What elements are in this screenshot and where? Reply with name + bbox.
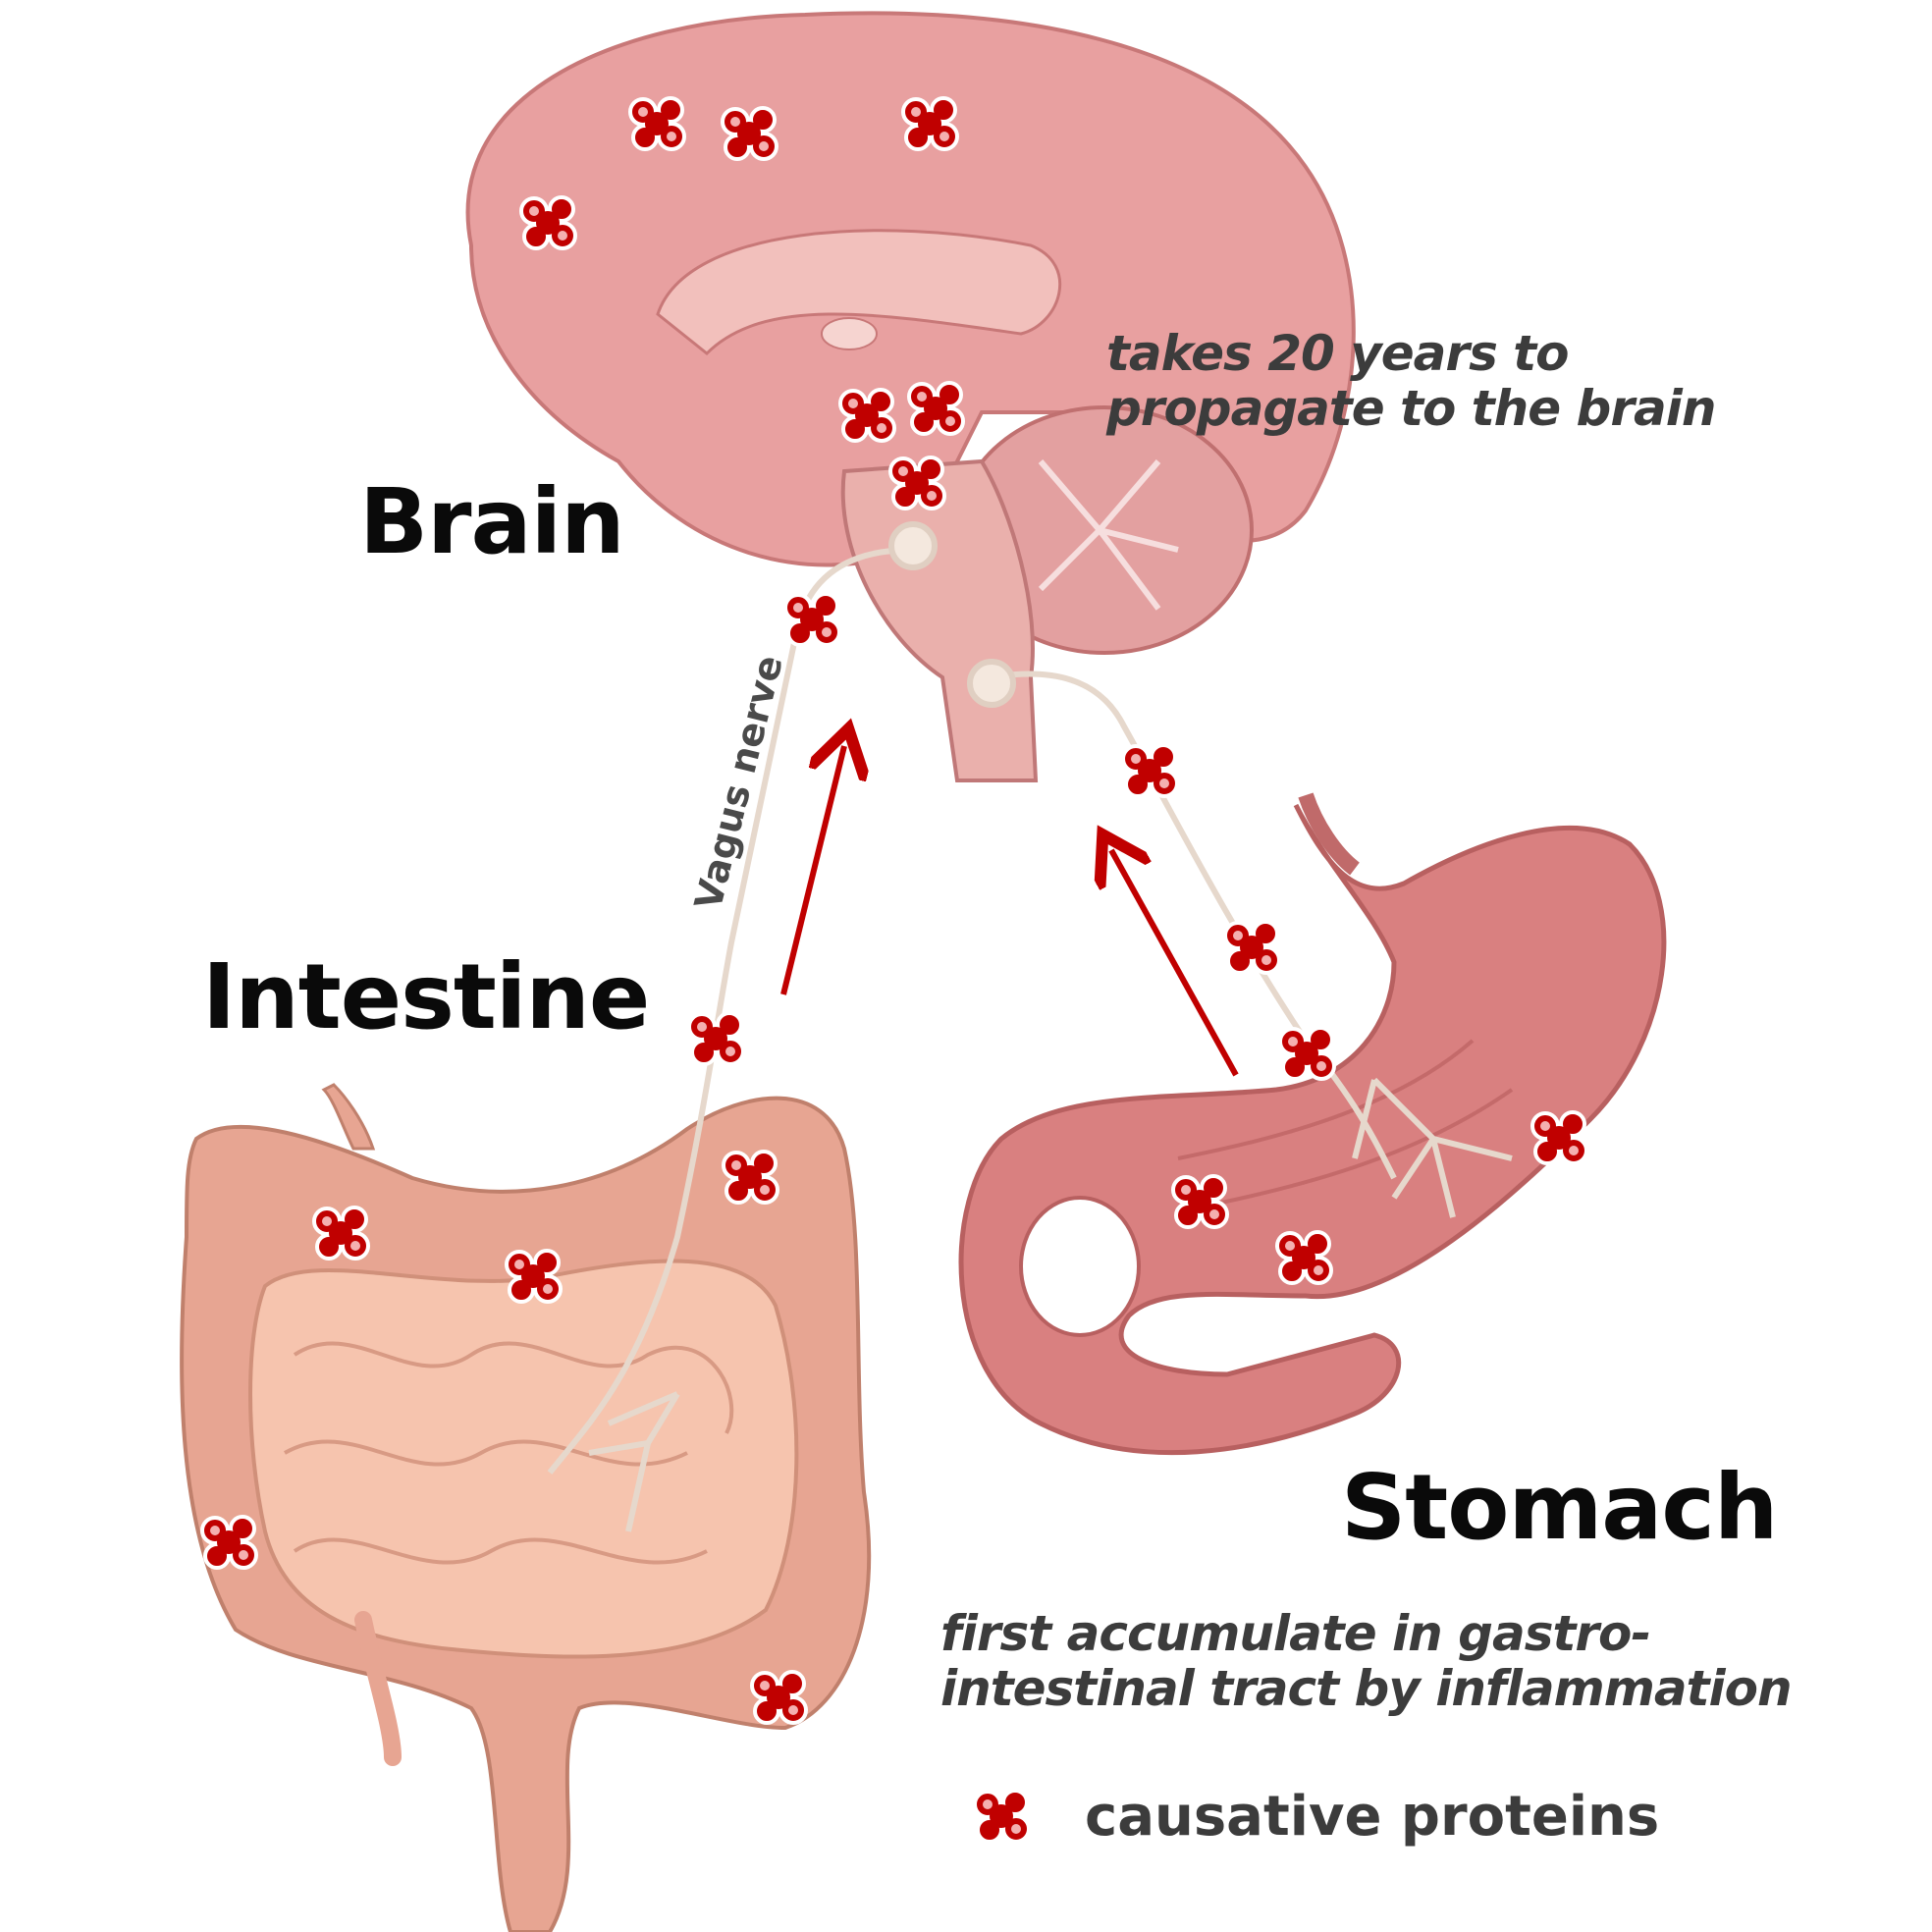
protein-aggregate-icon (973, 1789, 1031, 1844)
right-vagus-nerve (991, 671, 1397, 1180)
accumulation-note-line1: first accumulate in gastro- (940, 1605, 1651, 1662)
appendix (354, 1611, 402, 1766)
stomach-illustration (958, 792, 1667, 1456)
corpus-callosum (656, 229, 1061, 356)
arrow-up-right (1111, 850, 1239, 1077)
left-vagus-nerve (547, 547, 914, 1475)
accumulation-note: first accumulate in gastro- intestinal t… (940, 1605, 1793, 1717)
propagation-note-line2: propagate to the brain (1106, 380, 1716, 437)
ventricle (821, 317, 878, 350)
small-intestine (248, 1259, 799, 1659)
propagation-note: takes 20 years to propagate to the brain (1106, 325, 1716, 437)
arrow-up-left (780, 746, 844, 995)
esophagus (1298, 792, 1361, 876)
intestine-illustration (180, 1083, 872, 1932)
protein-icon (1278, 1026, 1336, 1081)
protein-icon (1223, 920, 1281, 975)
legend: causative proteins (957, 1782, 1659, 1851)
protein-icon (783, 592, 841, 647)
brain-label: Brain (359, 469, 625, 574)
stomach-label: Stomach (1341, 1455, 1778, 1560)
propagation-arrows (780, 746, 1239, 1077)
protein-icon (1121, 743, 1179, 798)
vagus-nerve-paths (547, 521, 1513, 1532)
legend-label: causative proteins (1085, 1784, 1660, 1849)
propagation-note-line1: takes 20 years to (1106, 325, 1570, 382)
accumulation-note-line2: intestinal tract by inflammation (940, 1660, 1793, 1717)
intestine-label: Intestine (202, 944, 650, 1049)
